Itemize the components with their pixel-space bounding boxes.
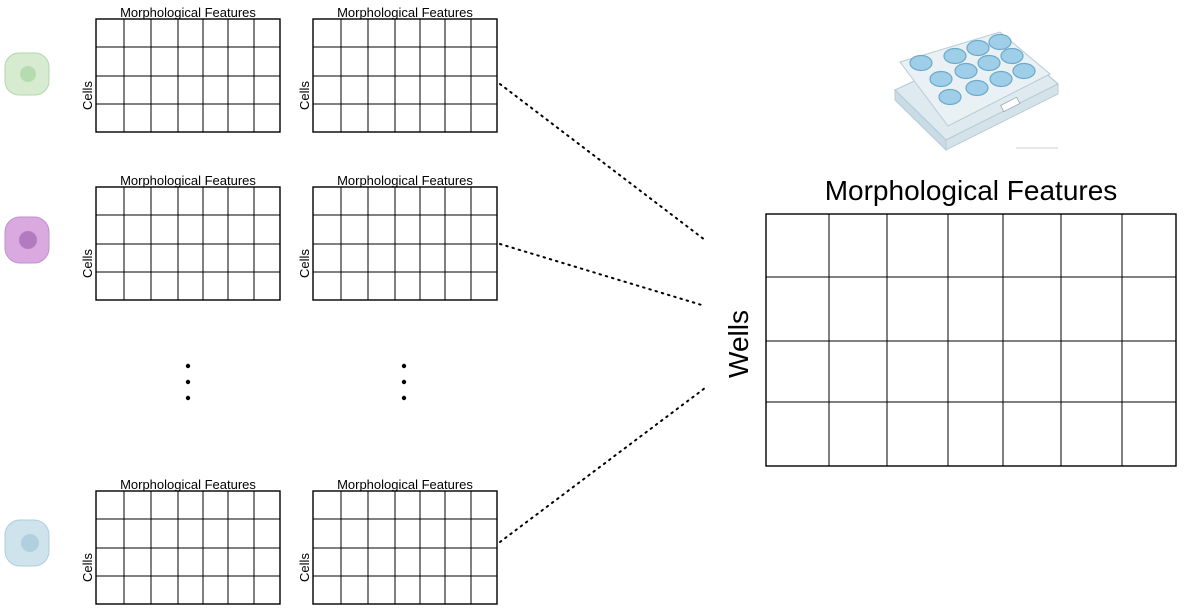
matrix-axis-label: Cells — [297, 81, 312, 110]
matrix-title: Morphological Features — [337, 477, 473, 492]
matrix-axis-label: Cells — [80, 81, 95, 110]
matrix-title: Morphological Features — [337, 5, 473, 20]
matrix-title: Morphological Features — [120, 5, 256, 20]
big-grid-axis-label: Wells — [723, 310, 754, 378]
cell-icon-purple — [4, 216, 50, 264]
matrix-axis-label: Cells — [297, 553, 312, 582]
connector-line-2 — [499, 243, 706, 307]
connector-line-3 — [499, 387, 706, 543]
matrix-axis-label: Cells — [297, 249, 312, 278]
big-feature-matrix — [765, 213, 1177, 467]
connector-line-1 — [499, 83, 706, 241]
multiwell-plate-icon — [893, 31, 1060, 152]
matrix-axis-label: Cells — [80, 249, 95, 278]
cell-icon-green — [4, 52, 50, 96]
matrix-border — [765, 213, 1177, 467]
small-grids: Morphological FeaturesCellsMorphological… — [80, 5, 498, 605]
ellipsis-dots-right — [401, 363, 407, 401]
connector-lines — [499, 83, 706, 543]
big-grid-title: Morphological Features — [825, 175, 1118, 206]
matrix-title: Morphological Features — [337, 173, 473, 188]
matrix-axis-label: Cells — [80, 553, 95, 582]
matrix-title: Morphological Features — [120, 477, 256, 492]
cell-icon-blue — [4, 519, 50, 567]
matrix-title: Morphological Features — [120, 173, 256, 188]
ellipsis-dots-left — [185, 363, 191, 401]
